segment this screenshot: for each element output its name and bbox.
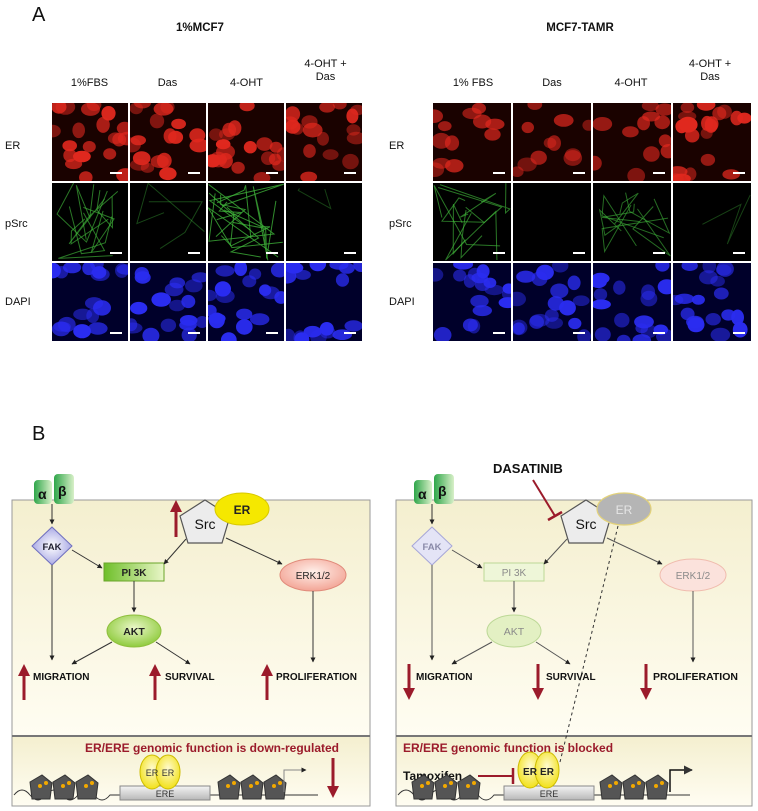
pathway-right: α β DASATINIB FAK Src ER PI 3K ERK1/2 AK… (395, 461, 753, 807)
left-micrograph-dapi-1 (52, 263, 128, 341)
akt-label: AKT (504, 626, 525, 638)
er-dimer-a-label: ER (146, 768, 159, 778)
left-micrograph-dapi-2 (130, 263, 206, 341)
right-micrograph-dapi-3 (593, 263, 671, 341)
genomic-function-text: ER/ERE genomic function is blocked (403, 741, 613, 755)
right-col-label-4: 4-OHT + Das (688, 58, 732, 83)
er-dimer-a-label: ER (523, 767, 538, 778)
left-micrograph-ps-4 (286, 183, 362, 261)
pathway-diagrams: α β FAK Src ER PI 3K ERK1/2 AKT (11, 461, 753, 807)
er-dimer-b-label: ER (162, 768, 175, 778)
proliferation-label: PROLIFERATION (276, 672, 357, 683)
right-micrograph-ps-1 (433, 183, 511, 261)
left-row-label-dapi: DAPI (5, 296, 31, 308)
akt-label: AKT (123, 626, 145, 638)
integrin-alpha-label: α (418, 486, 427, 502)
pi3k-label: PI 3K (502, 568, 527, 579)
er-label: ER (616, 503, 633, 517)
left-col-label-3: 4-OHT (230, 77, 263, 89)
right-micrograph-ps-4 (673, 183, 751, 261)
right-row-label-er: ER (389, 140, 405, 152)
nucleosomes-left (29, 774, 287, 800)
left-row-label-psrc: pSrc (5, 218, 28, 230)
right-col-label-3: 4-OHT (614, 77, 648, 89)
left-micrograph-er-4 (286, 103, 362, 181)
right-micrograph-ps-3 (593, 183, 671, 261)
pi3k-label: PI 3K (121, 568, 147, 579)
right-micrograph-er-2 (513, 103, 591, 181)
ere-label: ERE (540, 789, 559, 799)
genomic-function-text: ER/ERE genomic function is down-regulate… (85, 741, 339, 755)
right-group-title: MCF7-TAMR (546, 22, 614, 34)
src-label: Src (195, 516, 216, 532)
right-micrograph-er-4 (673, 103, 751, 181)
proliferation-label: PROLIFERATION (653, 671, 738, 683)
integrin-beta-label: β (58, 483, 67, 499)
right-row-label-psrc: pSrc (389, 218, 412, 230)
right-micrograph-dapi-4 (673, 263, 751, 341)
erk-label: ERK1/2 (676, 571, 711, 582)
left-micrograph-er-2 (130, 103, 206, 181)
left-group-title: 1%MCF7 (176, 22, 224, 34)
er-node (214, 492, 270, 526)
panel-a-letter: A (32, 4, 46, 26)
left-micrograph-er-3 (208, 103, 284, 181)
er-dimer-b (534, 751, 560, 789)
left-micrograph-dapi-3 (208, 263, 284, 341)
left-micrograph-ps-2 (130, 183, 206, 261)
panel-b-letter: B (32, 423, 46, 445)
src-label: Src (576, 516, 597, 532)
right-micrograph-dapi-2 (513, 263, 591, 341)
integrin-alpha-icon (414, 480, 432, 504)
right-micrograph-dapi-1 (433, 263, 511, 341)
integrin-beta-label: β (438, 483, 447, 499)
nucleosomes-right (411, 774, 669, 800)
left-micrograph-dapi-4 (286, 263, 362, 341)
akt-node (486, 614, 542, 648)
integrin-beta-icon (54, 474, 74, 504)
left-micrograph-er-1 (52, 103, 128, 181)
survival-label: SURVIVAL (546, 672, 596, 683)
fak-label: FAK (423, 542, 442, 553)
right-row-label-dapi: DAPI (389, 296, 415, 308)
er-label: ER (234, 503, 251, 517)
left-col-label-4: 4-OHT + Das (304, 58, 347, 83)
right-micrograph-ps-2 (513, 183, 591, 261)
er-dimer-b-label: ER (540, 767, 555, 778)
akt-node (106, 614, 162, 648)
right-micrograph-er-3 (593, 103, 671, 181)
erk-label: ERK1/2 (296, 571, 331, 582)
integrin-alpha-icon (34, 480, 52, 504)
left-col-label-2: Das (157, 77, 178, 89)
pathway-left: α β FAK Src ER PI 3K ERK1/2 AKT (11, 474, 371, 807)
migration-label: MIGRATION (33, 672, 89, 683)
migration-label: MIGRATION (416, 672, 472, 683)
right-col-label-2: Das (542, 77, 562, 89)
left-micrograph-ps-1 (52, 183, 128, 261)
left-row-label-er: ER (5, 140, 21, 152)
er-dimer-b (155, 754, 181, 790)
survival-label: SURVIVAL (165, 672, 215, 683)
fak-label: FAK (43, 542, 62, 553)
er-node (596, 492, 652, 526)
ere-label: ERE (156, 789, 175, 799)
integrin-alpha-label: α (38, 486, 47, 502)
left-micrograph-ps-3 (208, 183, 284, 261)
left-col-label-1: 1%FBS (70, 77, 109, 89)
right-micrograph-er-1 (433, 103, 511, 181)
right-col-label-1: 1% FBS (452, 77, 494, 89)
dasatinib-label: DASATINIB (493, 461, 563, 476)
integrin-beta-icon (434, 474, 454, 504)
